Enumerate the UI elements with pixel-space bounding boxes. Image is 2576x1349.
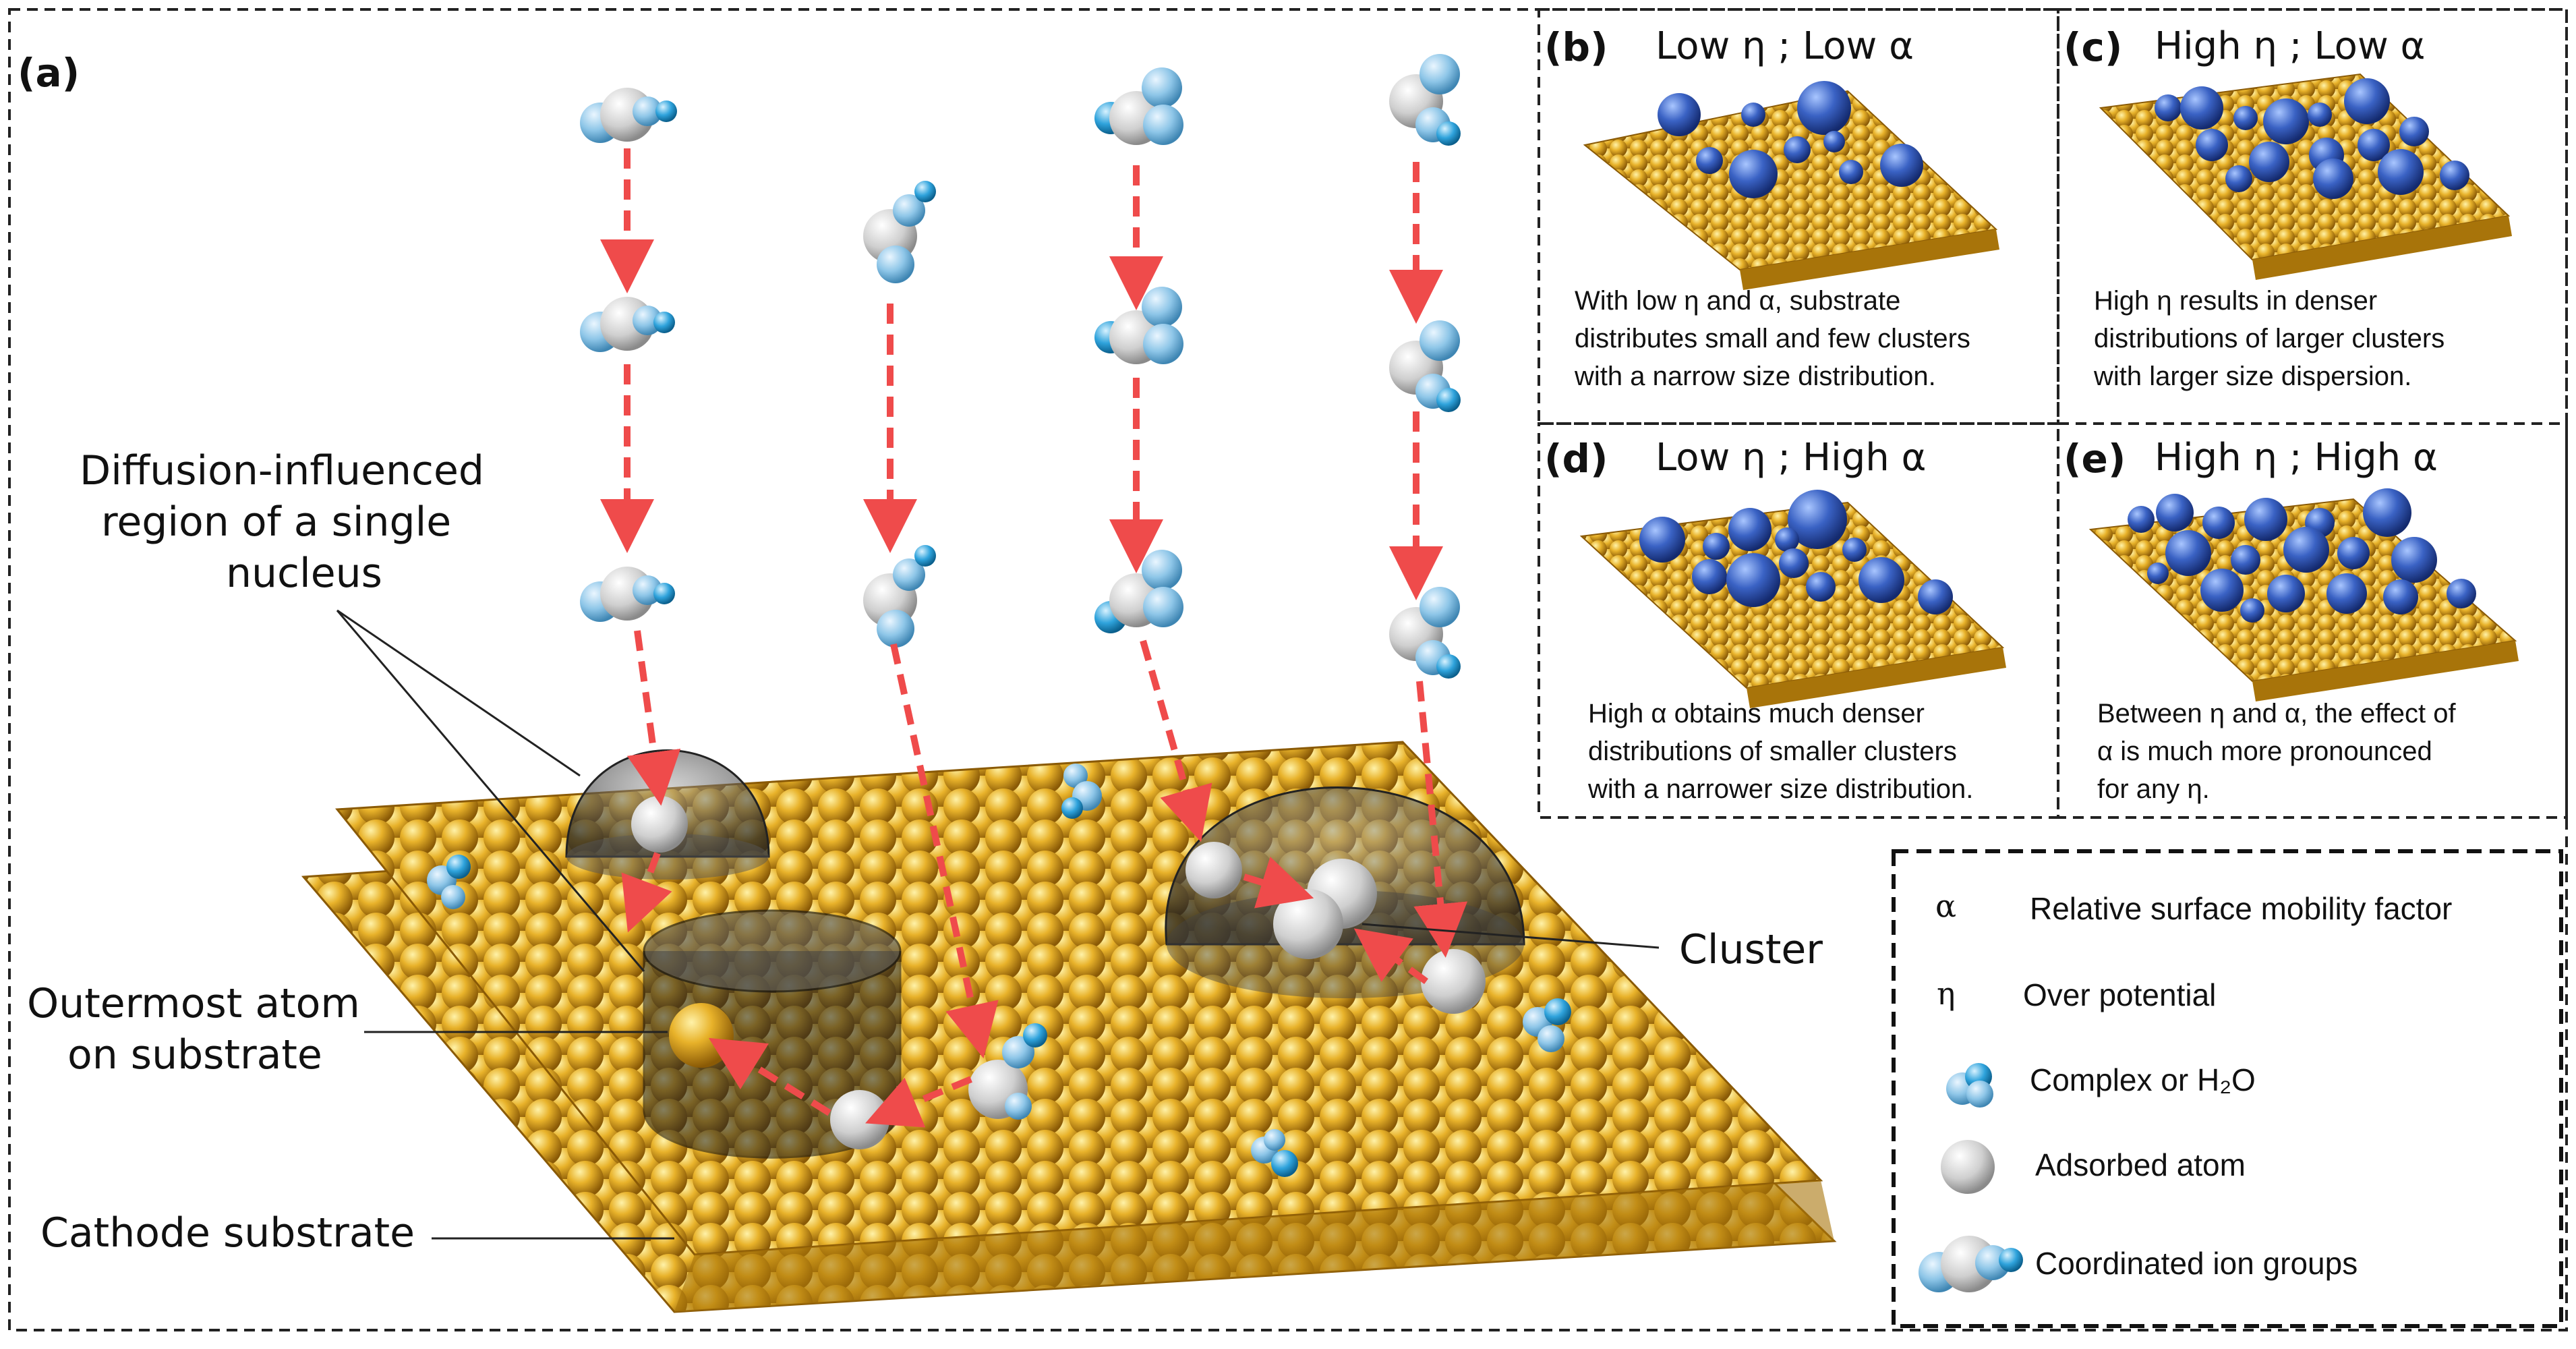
ion-group xyxy=(1094,550,1183,633)
mini-substrate-b xyxy=(1583,81,1999,290)
diffusion-label-line-3: nucleus xyxy=(226,550,382,597)
diffusion-arrows xyxy=(600,148,1468,1128)
panel-c-desc-2: distributions of larger clusters xyxy=(2094,324,2445,353)
mini-substrate-d xyxy=(1579,490,2006,708)
ion-group xyxy=(580,567,675,622)
ion-group xyxy=(1094,67,1183,145)
panel-b-desc-3: with a narrow size distribution. xyxy=(1575,362,1936,391)
ion-group xyxy=(1389,54,1461,146)
legend-alpha-symbol: α xyxy=(1935,888,1957,924)
panel-e-title: High η ; High α xyxy=(2155,436,2438,480)
legend-eta-label: Over potential xyxy=(2023,977,2217,1012)
cathode-substrate-label: Cathode substrate xyxy=(40,1209,415,1257)
mini-substrate-e xyxy=(2088,488,2519,701)
panel-a-tag: (a) xyxy=(18,50,80,96)
outermost-label-line-2: on substrate xyxy=(67,1031,322,1079)
legend-frame xyxy=(1892,849,2563,1328)
panel-e-frame xyxy=(2057,422,2568,819)
ion-group xyxy=(580,297,675,352)
ion-group xyxy=(863,181,936,283)
diffusion-label-line-1: Diffusion-influenced xyxy=(80,447,484,494)
panel-e-desc-3: for any η. xyxy=(2097,774,2210,804)
legend-adsorbed-atom-label: Adsorbed atom xyxy=(2035,1147,2246,1182)
ion-group xyxy=(863,545,936,648)
panel-d-desc-1: High α obtains much denser xyxy=(1588,699,1925,728)
panel-b-desc-2: distributes small and few clusters xyxy=(1575,324,1970,353)
legend-complex-label: Complex or H₂O xyxy=(2030,1062,2256,1097)
coordinated-ion-group-icon xyxy=(1919,1236,2023,1292)
ion-group xyxy=(1389,320,1461,412)
panel-d-desc-2: distributions of smaller clusters xyxy=(1588,737,1957,766)
surface-complexes xyxy=(427,764,1571,1177)
cluster-label: Cluster xyxy=(1679,926,1823,973)
legend-eta-symbol: η xyxy=(1937,975,1956,1012)
panel-d-title: Low η ; High α xyxy=(1656,436,1927,480)
diffusion-region-dome xyxy=(565,749,770,880)
panel-b-desc-1: With low η and α, substrate xyxy=(1575,286,1901,316)
adsorbed-atom xyxy=(631,796,688,853)
panel-d-tag: (d) xyxy=(1544,436,1608,482)
panel-c-desc-1: High η results in denser xyxy=(2094,286,2378,316)
adsorbed-atom xyxy=(830,1090,889,1149)
leader-lines xyxy=(336,609,1660,1240)
adsorbed-atom-icon xyxy=(1941,1140,1995,1194)
ion-group xyxy=(580,88,677,143)
legend-ion-group-label: Coordinated ion groups xyxy=(2035,1246,2358,1281)
ion-group xyxy=(1094,287,1183,364)
diffusion-cylinder xyxy=(643,909,902,1159)
ion-group xyxy=(1389,587,1461,679)
panel-d-desc-3: with a narrower size distribution. xyxy=(1588,774,1974,804)
panel-e-tag: (e) xyxy=(2063,436,2126,482)
complex-icon xyxy=(1946,1063,1993,1108)
legend-alpha-label: Relative surface mobility factor xyxy=(2030,891,2453,926)
panel-c-title: High η ; Low α xyxy=(2155,24,2426,68)
cathode-substrate xyxy=(301,741,1837,1313)
panel-b-title: Low η ; Low α xyxy=(1656,24,1914,68)
outermost-label-line-1: Outermost atom xyxy=(27,980,360,1027)
diffusion-label-line-2: region of a single xyxy=(101,498,452,546)
mini-substrate-c xyxy=(2099,73,2512,280)
panel-e-desc-1: Between η and α, the effect of xyxy=(2097,699,2456,728)
panel-e-desc-2: α is much more pronounced xyxy=(2097,737,2432,766)
panel-c-desc-3: with larger size dispersion. xyxy=(2094,362,2412,391)
panel-b-tag: (b) xyxy=(1544,24,1608,70)
panel-c-tag: (c) xyxy=(2063,24,2123,70)
